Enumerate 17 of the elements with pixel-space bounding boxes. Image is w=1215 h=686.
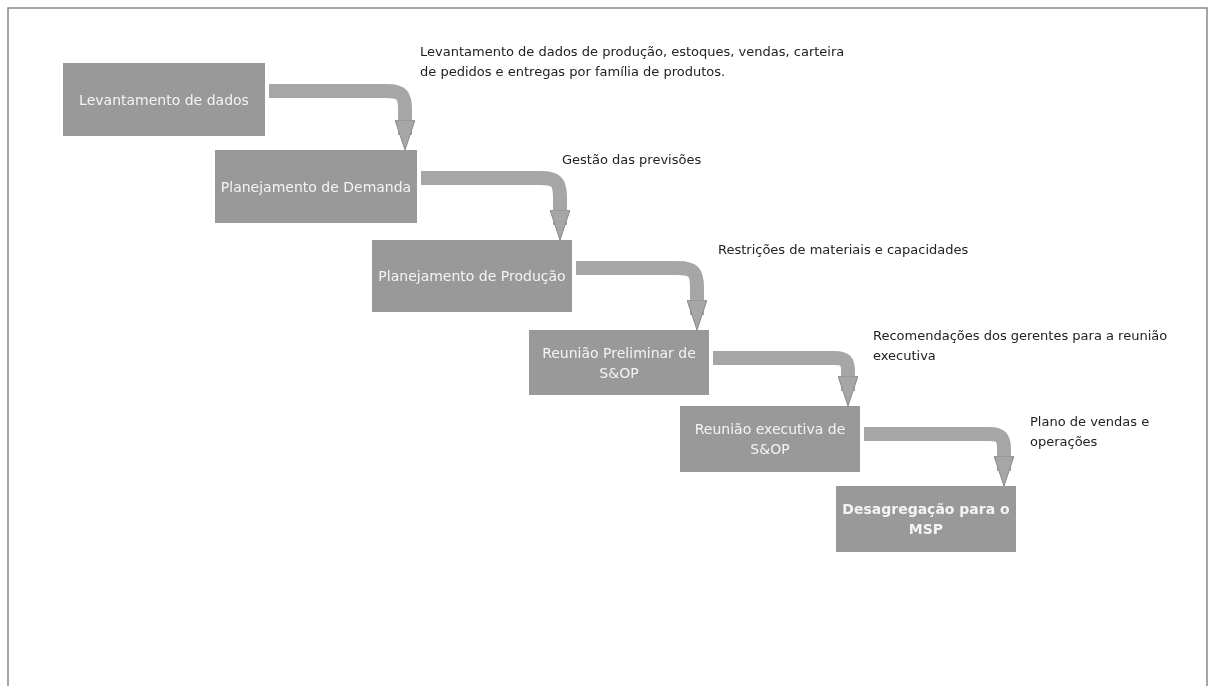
bent-arrow: [421, 171, 571, 241]
step-label: Desagregação para o MSP: [841, 500, 1011, 539]
process-box: [836, 486, 1016, 552]
step-label: Reunião executiva de S&OP: [693, 420, 847, 459]
process-box: [215, 150, 417, 223]
step-label: Planejamento de Produção: [378, 267, 566, 286]
bent-arrow: [864, 427, 1015, 487]
bent-arrow: [713, 351, 859, 407]
bent-arrow: [269, 84, 416, 151]
process-box: [529, 330, 709, 395]
step-label: Planejamento de Demanda: [220, 177, 412, 197]
process-box: [63, 63, 265, 136]
step-label: Reunião Preliminar de S&OP: [541, 343, 697, 383]
process-box: [680, 406, 860, 472]
process-box: [372, 240, 572, 312]
step-label: Levantamento de dados: [79, 90, 249, 110]
bent-arrow: [576, 261, 708, 331]
